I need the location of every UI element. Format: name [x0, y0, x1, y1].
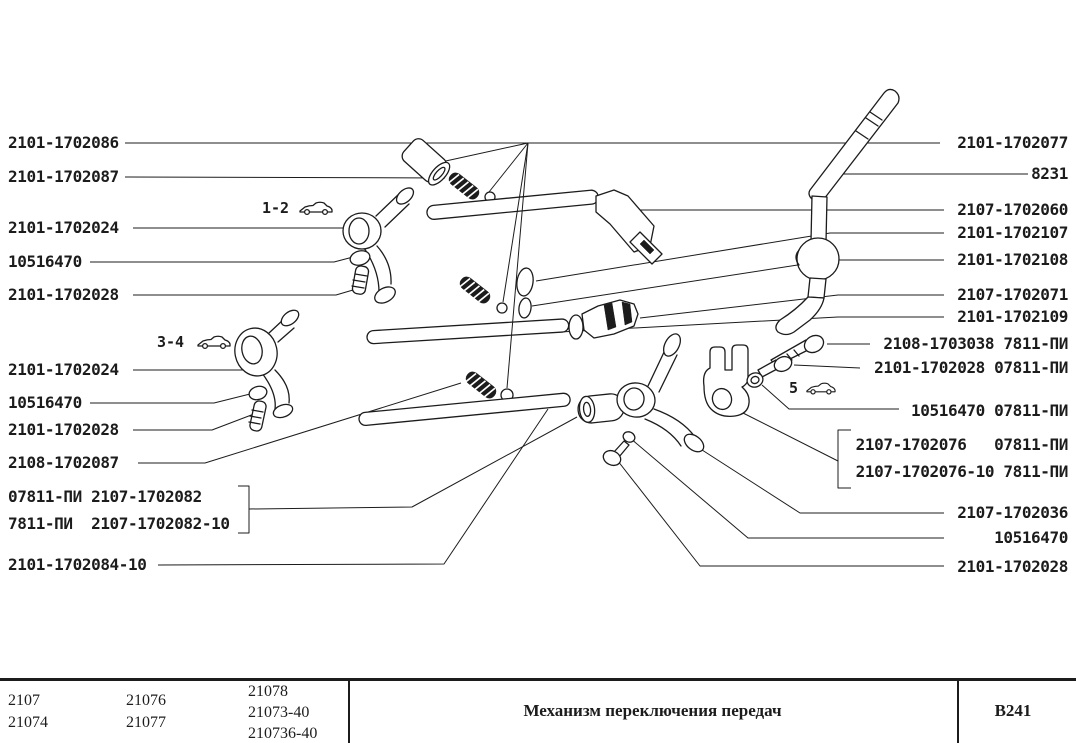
part-number-label: 2107-1702071: [957, 285, 1068, 304]
part-number-label: 10516470 07811-ПИ: [911, 401, 1068, 420]
gear-marker-3-4: 3-4: [157, 333, 185, 351]
gear-marker-5: 5: [789, 379, 799, 397]
part-number-label: 2101-1702028 07811-ПИ: [874, 358, 1068, 377]
fork-bolt-1: [349, 250, 371, 295]
part-number-label: 2101-1702077: [957, 133, 1068, 152]
part-number-label: 2107-1702060: [957, 200, 1068, 219]
shift-fork-5th: [616, 333, 705, 453]
shift-fork-3-4: [234, 309, 300, 419]
car-icon-5: [806, 382, 836, 395]
detent-spring-3: [465, 371, 497, 399]
model-code: 21073-40: [248, 704, 310, 721]
part-number-label: 2101-1702108: [957, 250, 1068, 269]
part-number-label: 10516470: [8, 393, 82, 412]
page-code: В241: [994, 701, 1032, 720]
part-number-label: 10516470: [8, 252, 82, 271]
model-code: 21076: [126, 692, 166, 709]
part-number-label: 2107-1702036: [957, 503, 1068, 522]
shift-fork-1-2: [342, 187, 415, 304]
part-number-label: 2101-1702028: [8, 420, 119, 439]
part-number-label: 2101-1702107: [957, 223, 1068, 242]
part-number-label: 07811-ПИ 2107-1702082: [8, 487, 202, 506]
detent-spring-1: [448, 172, 480, 200]
fork-bolt-3: [602, 431, 636, 467]
fork-bolt-2: [248, 385, 268, 432]
part-number-label: 2101-1702086: [8, 133, 119, 152]
part-number-label: 2108-1703038 7811-ПИ: [883, 334, 1068, 353]
gear-shift-lever: [775, 88, 900, 336]
part-number-label: 2101-1702028: [8, 285, 119, 304]
model-code: 21074: [8, 714, 48, 731]
clamp-nut: [746, 372, 764, 388]
part-number-label: 8231: [1031, 164, 1068, 183]
model-code: 2107: [8, 692, 40, 709]
part-number-label: 2101-1702109: [957, 307, 1068, 326]
footer-divider-2: [957, 681, 959, 743]
part-number-label: 2101-1702028: [957, 557, 1068, 576]
footer-table: [0, 678, 1076, 743]
part-number-label: 2101-1702084-10: [8, 555, 147, 574]
gear-marker-1-2: 1-2: [262, 199, 290, 217]
part-number-label: 2101-1702087: [8, 167, 119, 186]
selector-rod-middle: [366, 299, 639, 345]
part-number-label: 10516470: [994, 528, 1068, 547]
diagram-title: Механизм переключения передач: [523, 701, 782, 720]
part-number-label: 2101-1702024: [8, 360, 119, 379]
car-icon-3-4: [197, 335, 231, 350]
detent-ball-2: [496, 302, 508, 314]
guide-bushing: [401, 138, 451, 186]
part-number-label: 2107-1702076 07811-ПИ: [855, 435, 1069, 454]
part-number-label: 2108-1702087: [8, 453, 119, 472]
fan-leader-lines: [502, 142, 529, 389]
stopper-clamp: [702, 344, 750, 417]
selector-rod-lower: [358, 392, 571, 427]
part-number-label: 2107-1702076-10 7811-ПИ: [855, 462, 1069, 481]
selector-rod-top: [426, 189, 663, 265]
car-icon-1-2: [299, 201, 333, 216]
lock-plates: [516, 267, 534, 319]
clamp-bolt: [757, 355, 793, 378]
footer-divider-1: [348, 681, 350, 743]
part-number-label: 7811-ПИ 2107-1702082-10: [8, 514, 230, 533]
detent-spring-2: [459, 276, 491, 304]
model-code: 210736-40: [248, 725, 318, 742]
part-number-label: 2101-1702024: [8, 218, 119, 237]
model-code: 21077: [126, 714, 166, 731]
rod-guide-bushing: [577, 393, 625, 424]
model-code: 21078: [248, 683, 288, 700]
